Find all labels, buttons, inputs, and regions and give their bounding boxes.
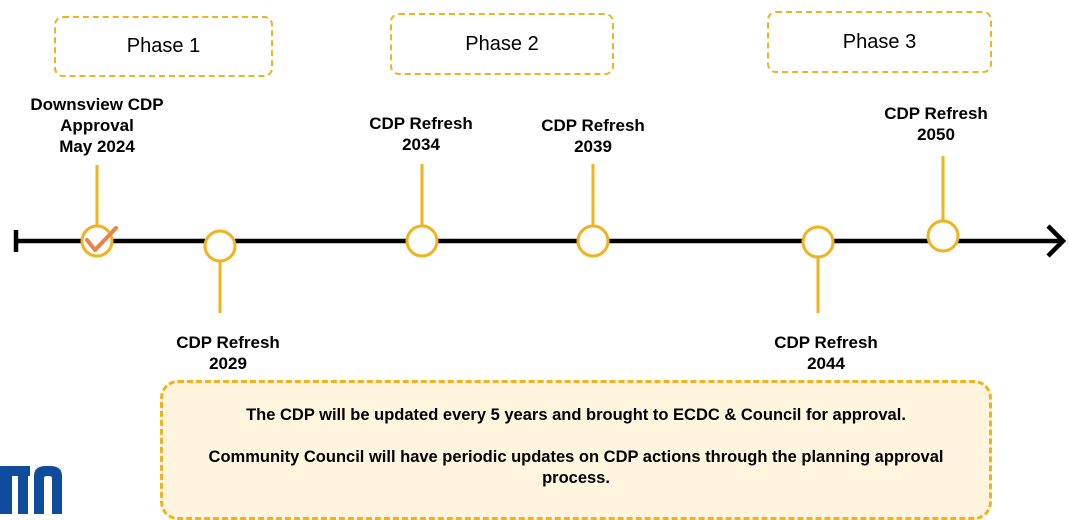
milestone-label-2029: CDP Refresh 2029 (148, 332, 308, 374)
milestone-label-2034: CDP Refresh 2034 (341, 113, 501, 155)
phase-2-label: Phase 2 (465, 32, 539, 55)
milestone-line: 2034 (402, 135, 440, 154)
milestone-label-2044: CDP Refresh 2044 (746, 332, 906, 374)
phase-3-box: Phase 3 (767, 11, 992, 73)
milestone-label-downsview: Downsview CDP Approval May 2024 (17, 94, 177, 157)
milestone-line: 2044 (807, 354, 845, 373)
phase-1-box: Phase 1 (54, 16, 273, 77)
milestone-line: Downsview CDP (30, 95, 164, 114)
timeline-arrow-head (1046, 224, 1067, 258)
milestone-line: Approval (60, 116, 134, 135)
milestone-line: 2039 (574, 137, 612, 156)
ttc-logo-fragment-icon (0, 466, 62, 514)
checkmark-icon (85, 226, 118, 252)
milestone-line: CDP Refresh (774, 333, 878, 352)
milestone-marker-2029 (203, 229, 237, 263)
milestone-marker-2039 (576, 224, 610, 258)
milestone-marker-downsview (80, 224, 114, 258)
milestone-marker-2044 (801, 225, 835, 259)
milestone-line: CDP Refresh (176, 333, 280, 352)
phase-3-label: Phase 3 (842, 30, 917, 53)
milestone-line: 2029 (209, 354, 247, 373)
milestone-label-2039: CDP Refresh 2039 (513, 115, 673, 157)
milestone-marker-2034 (405, 224, 439, 258)
milestone-marker-2050 (926, 219, 960, 253)
milestone-label-2050: CDP Refresh 2050 (856, 103, 1016, 145)
milestone-line: CDP Refresh (369, 114, 473, 133)
milestone-line: May 2024 (59, 137, 135, 156)
milestone-line: CDP Refresh (884, 104, 988, 123)
info-paragraph-2: Community Council will have periodic upd… (208, 448, 944, 487)
phase-2-box: Phase 2 (390, 13, 614, 75)
info-paragraph-1: The CDP will be updated every 5 years an… (246, 406, 906, 424)
phase-1-label: Phase 1 (126, 35, 201, 57)
info-callout-box: The CDP will be updated every 5 years an… (160, 380, 992, 520)
milestone-line: 2050 (917, 125, 955, 144)
milestone-line: CDP Refresh (541, 116, 645, 135)
